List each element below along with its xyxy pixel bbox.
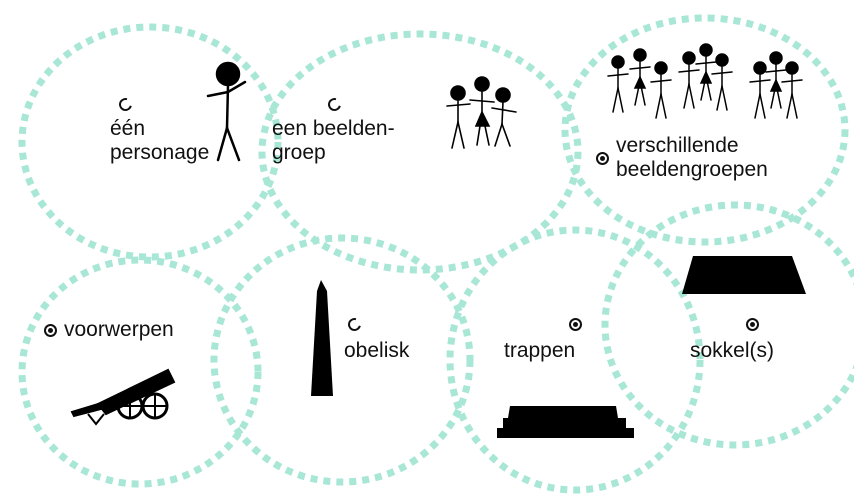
circle-trappen [446,226,704,494]
figure-part [753,61,767,75]
figure-part [785,61,799,75]
figure-part [688,83,695,109]
figure-part [683,83,690,109]
figure-part [612,87,619,113]
radio-button[interactable] [116,95,135,114]
figure-part [682,51,696,65]
figure-part [634,80,641,106]
figure-part [660,93,667,119]
circle-een-personage [18,23,282,261]
pedestal-icon [682,256,806,294]
stairs-icon [497,406,634,438]
figure-part [715,53,729,67]
option-trappen[interactable]: trappen [504,318,582,363]
obelisk-icon [311,280,333,396]
option-label: een beelden- groep [272,117,395,164]
option-label: trappen [504,339,576,362]
option-verschillende-beeldengroepen[interactable]: verschillende beeldengroepen [596,134,768,182]
figure-part [781,79,803,83]
option-sokkels[interactable]: sokkel(s) [690,318,774,363]
figure-part [650,79,672,83]
figure-part [765,69,787,73]
circle-obelisk [210,234,474,486]
figure-part [786,93,793,119]
figure-part [749,79,771,83]
radio-button[interactable] [596,151,609,165]
figure-part [791,93,798,119]
circle-een-beeldengroep [258,30,582,274]
cannon-icon [70,368,176,426]
circle-sokkels [601,201,854,449]
option-een-beeldengroep[interactable]: een beelden- groep [272,95,395,165]
figure-part [775,83,782,109]
figure-part [655,93,662,119]
option-label: voorwerpen [64,318,174,341]
figure-part [770,83,777,109]
option-een-personage[interactable]: één personage [110,95,210,165]
figure-group-icon [446,76,517,149]
option-voorwerpen[interactable]: voorwerpen [44,318,174,342]
figure-part [629,66,651,70]
figure-part [654,61,668,75]
option-label: verschillende beeldengroepen [616,134,768,181]
figure-part [769,51,783,65]
single-figure-icon [206,61,247,162]
figure-part [759,93,766,119]
figure-part [678,69,700,73]
figure-part [611,55,625,69]
dotted-circles [18,14,854,494]
figure-part [721,85,728,111]
figure-part [716,85,723,111]
figure-part [700,75,707,101]
radio-button[interactable] [325,95,344,114]
figure-part [639,80,646,106]
figure-part [705,75,712,101]
figure-part [699,43,713,57]
option-label: obelisk [344,339,410,362]
figure-part [711,71,733,75]
figure-part [695,61,717,65]
radio-button[interactable] [746,318,759,331]
option-label: één personage [110,117,210,164]
option-label: sokkel(s) [690,339,775,362]
radio-button[interactable] [569,318,582,331]
figure-part [754,93,761,119]
figure-part [607,73,629,77]
radio-button[interactable] [44,323,57,337]
circle-verschillende-beeldengroepen [561,14,849,246]
option-obelisk[interactable]: obelisk [344,315,410,363]
multiple-groups-icon [607,43,803,119]
figure-part [633,48,647,62]
figure-part [617,87,624,113]
radio-button[interactable] [345,315,364,334]
circle-voorwerpen [18,256,262,488]
